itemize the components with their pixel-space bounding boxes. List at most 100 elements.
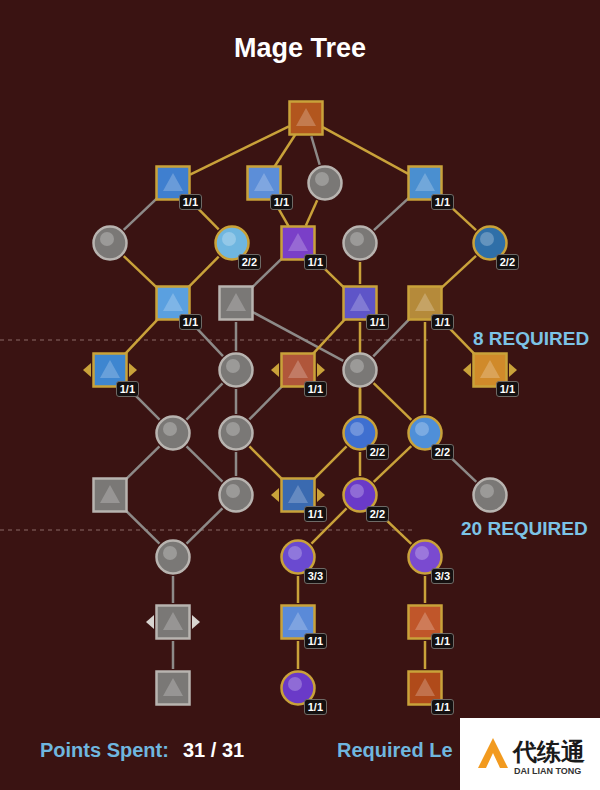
talent-link [424, 576, 427, 603]
rank-badge: 1/1 [304, 506, 327, 522]
watermark-panel [460, 718, 600, 790]
talent-icon [288, 100, 324, 136]
talent-icon [342, 352, 378, 388]
rank-badge: 3/3 [304, 568, 327, 584]
talent-link [306, 200, 317, 225]
choice-arrow [192, 615, 200, 629]
talent-icon [155, 670, 191, 706]
rank-badge: 1/1 [304, 381, 327, 397]
talent-link [439, 256, 476, 290]
rank-badge: 2/2 [496, 254, 519, 270]
talent-link [359, 452, 362, 476]
rank-badge: 1/1 [179, 194, 202, 210]
talent-icon: 2/2 [214, 225, 250, 261]
talent-icon: 1/1 [280, 604, 316, 640]
talent-link [311, 446, 346, 481]
talent-link [124, 256, 159, 290]
talent-link [124, 446, 160, 481]
talent-icon: 1/1 [155, 165, 191, 201]
talent-icon: 1/1 [342, 285, 378, 321]
talent-link [311, 136, 319, 165]
choice-arrow [129, 363, 137, 377]
talent-link [374, 383, 412, 420]
talent-link [297, 576, 300, 603]
talent-link [187, 446, 223, 481]
talent-link [359, 389, 362, 414]
talent-icon [342, 225, 378, 261]
rank-badge: 2/2 [366, 444, 389, 460]
choice-arrow [83, 363, 91, 377]
choice-arrow [317, 488, 325, 502]
choice-arrow [146, 615, 154, 629]
talent-link [123, 317, 160, 356]
talent-link [124, 508, 160, 543]
talent-icon: 3/3 [407, 539, 443, 575]
talent-icon [92, 225, 128, 261]
tier-requirement: 20 REQUIRED [461, 518, 588, 540]
talent-link [297, 641, 300, 669]
tree-title: Mage Tree [0, 33, 600, 64]
watermark-logo [478, 738, 508, 768]
rank-badge: 1/1 [270, 194, 293, 210]
talent-link [424, 322, 427, 414]
points-value: 31 / 31 [183, 739, 244, 762]
talent-icon [155, 604, 191, 640]
talent-icon [218, 477, 254, 513]
talent-icon: 1/1 [407, 670, 443, 706]
talent-icon: 1/1 [280, 670, 316, 706]
talent-link [249, 384, 284, 420]
talent-icon [155, 415, 191, 451]
talent-icon [155, 539, 191, 575]
choice-arrow [509, 363, 517, 377]
talent-link [172, 641, 175, 669]
talent-icon: 1/1 [246, 165, 282, 201]
rank-badge: 1/1 [304, 254, 327, 270]
choice-arrow [271, 363, 279, 377]
talent-link [235, 389, 238, 414]
talent-link [187, 508, 223, 543]
rank-badge: 1/1 [431, 194, 454, 210]
tier-requirement: 8 REQUIRED [473, 328, 589, 350]
talent-icon [472, 477, 508, 513]
talent-icon: 3/3 [280, 539, 316, 575]
rank-badge: 1/1 [116, 381, 139, 397]
talent-link [374, 196, 411, 230]
watermark-text: DAI LIAN TONG [514, 766, 581, 776]
points-label: Points Spent: [40, 739, 169, 762]
talent-icon [218, 352, 254, 388]
talent-link [274, 134, 295, 167]
talent-link [124, 196, 159, 230]
talent-icon [218, 285, 254, 321]
tier-divider [0, 340, 430, 341]
talent-icon [307, 165, 343, 201]
talent-icon: 1/1 [472, 352, 508, 388]
talent-link [249, 446, 284, 481]
talent-icon: 1/1 [407, 285, 443, 321]
level-label: Required Le [337, 739, 453, 762]
watermark-text: 代练通 [513, 736, 585, 768]
rank-badge: 1/1 [366, 314, 389, 330]
talent-link [186, 257, 218, 290]
rank-badge: 1/1 [431, 314, 454, 330]
talent-icon: 2/2 [472, 225, 508, 261]
choice-arrow [317, 363, 325, 377]
watermark-logo [486, 753, 500, 768]
talent-link [323, 127, 409, 174]
rank-badge: 1/1 [179, 314, 202, 330]
choice-arrow [271, 488, 279, 502]
talent-icon: 1/1 [280, 225, 316, 261]
talent-icon [92, 477, 128, 513]
rank-badge: 1/1 [304, 633, 327, 649]
talent-link [172, 576, 175, 603]
talent-link [311, 317, 347, 356]
talent-link [424, 641, 427, 669]
tier-divider [0, 530, 415, 531]
rank-badge: 1/1 [304, 699, 327, 715]
talent-link [235, 322, 238, 351]
rank-badge: 2/2 [238, 254, 261, 270]
talent-icon: 1/1 [407, 604, 443, 640]
talent-link [235, 452, 238, 476]
talent-icon [218, 415, 254, 451]
talent-icon: 1/1 [280, 477, 316, 513]
talent-icon: 1/1 [407, 165, 443, 201]
